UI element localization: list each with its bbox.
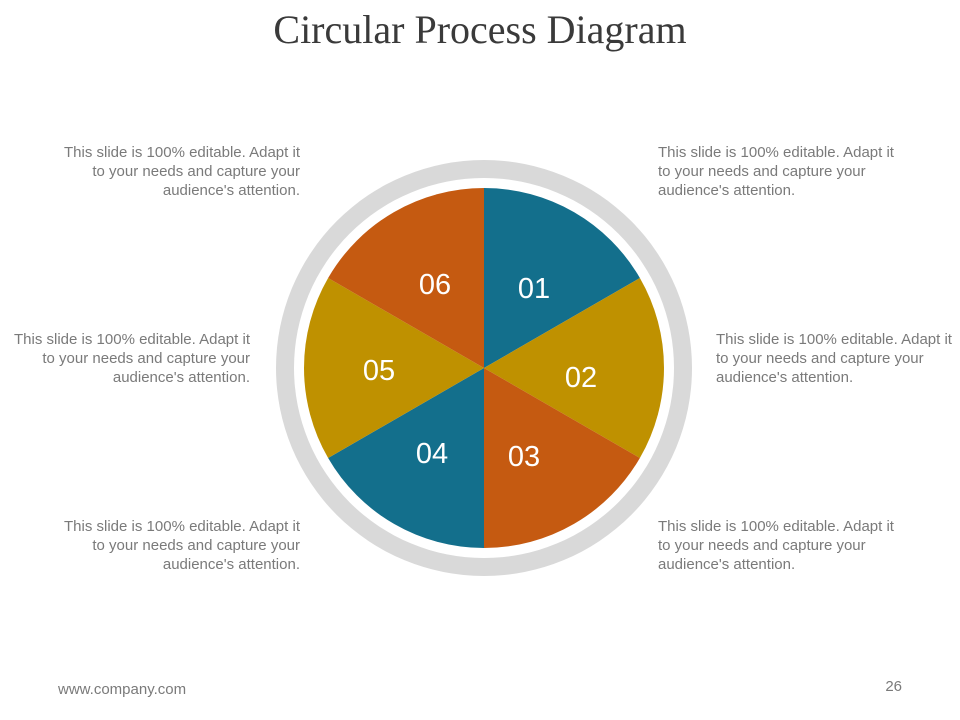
segment-wedge-02 [484, 278, 664, 458]
segment-wedges [304, 188, 664, 548]
segment-wedge-03 [484, 368, 640, 548]
description-top-left: This slide is 100% editable. Adapt it to… [64, 144, 300, 199]
segment-number-02: 02 [565, 362, 597, 394]
segment-number-06: 06 [419, 269, 451, 301]
segment-number-04: 04 [416, 438, 448, 470]
description-bottom-left: This slide is 100% editable. Adapt it to… [64, 518, 300, 573]
description-middle-left: This slide is 100% editable. Adapt it to… [14, 331, 250, 386]
description-middle-right: This slide is 100% editable. Adapt it to… [716, 331, 952, 386]
page-number: 26 [885, 678, 902, 695]
description-top-right: This slide is 100% editable. Adapt it to… [658, 144, 894, 199]
description-bottom-right: This slide is 100% editable. Adapt it to… [658, 518, 894, 573]
slide-title: Circular Process Diagram [273, 7, 687, 52]
segment-wedge-06 [328, 188, 484, 368]
segment-wedge-01 [484, 188, 640, 368]
segment-number-05: 05 [363, 355, 395, 387]
segment-wedge-04 [328, 368, 484, 548]
footer-url: www.company.com [58, 681, 187, 698]
segment-labels: 01 02 03 04 05 06 [363, 269, 597, 473]
segment-wedge-05 [304, 278, 484, 458]
segment-number-03: 03 [508, 441, 540, 473]
segment-number-01: 01 [518, 273, 550, 305]
